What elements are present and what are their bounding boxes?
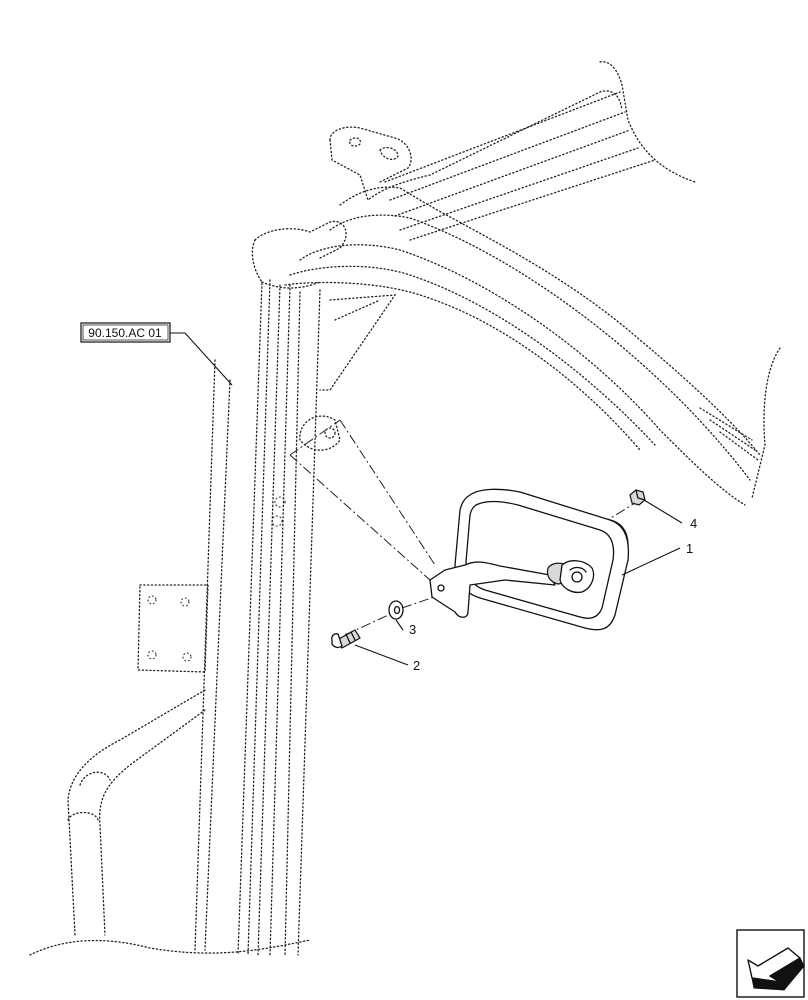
mirror-assembly (429, 488, 630, 631)
reference-label: 90.150.AC 01 (88, 326, 162, 340)
callout-4: 4 (690, 516, 697, 531)
bolt (331, 629, 361, 649)
leader-lines (170, 332, 683, 666)
view-direction-arrow-icon (736, 929, 805, 998)
reference-box[interactable]: 90.150.AC 01 (80, 322, 171, 343)
callout-3: 3 (409, 622, 416, 637)
nut (629, 489, 646, 506)
washer (388, 600, 404, 620)
callout-2: 2 (413, 658, 420, 673)
cab-frame (29, 61, 781, 956)
callout-1: 1 (686, 541, 693, 556)
